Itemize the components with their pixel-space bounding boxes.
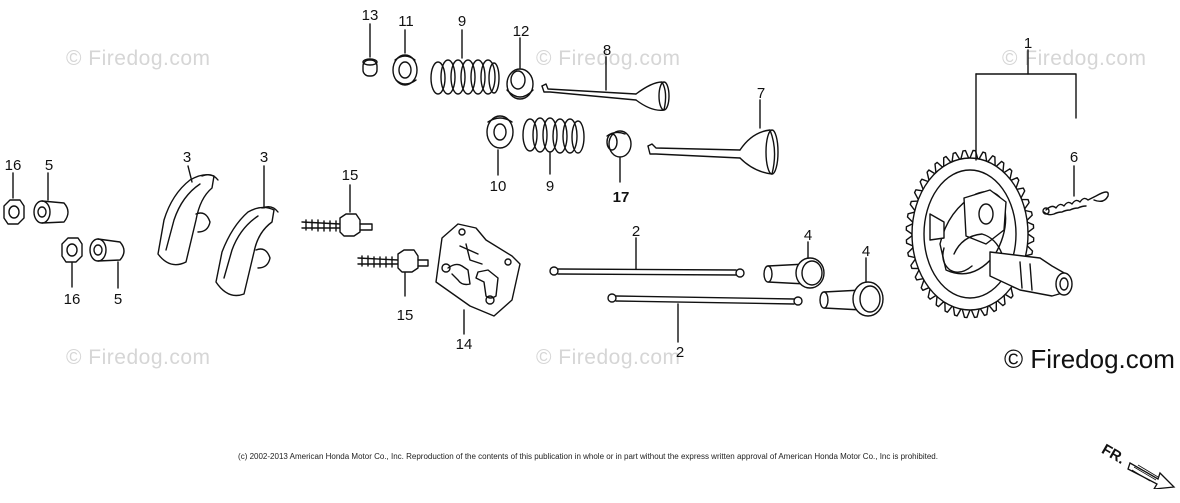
part-9-spring-lower[interactable] [522,117,585,154]
leader-line [975,73,1077,119]
leader-line [187,165,193,183]
callout-1: 1 [1024,35,1032,52]
part-9-spring-upper[interactable] [430,59,500,95]
callout-15: 15 [397,307,414,324]
part-2-push-rod-lower[interactable] [607,293,803,306]
part-16-nut-upper[interactable] [3,199,25,225]
callout-10: 10 [490,178,507,195]
part-5-adjuster-upper[interactable] [33,200,69,224]
callout-16: 16 [5,157,22,174]
callout-17: 17 [613,189,630,206]
part-15-pivot-bolt-upper[interactable] [301,213,373,237]
part-14-guide-plate[interactable] [435,223,521,317]
watermark-main: © Firedog.com [1004,344,1175,374]
callout-5: 5 [114,291,122,308]
front-label: FR. [1100,441,1128,468]
part-8-valve[interactable] [541,81,670,111]
callout-16: 16 [64,291,81,308]
arrow-icon [1127,462,1176,489]
part-16-nut-lower[interactable] [61,237,83,263]
copyright-notice: (c) 2002-2013 American Honda Motor Co., … [238,452,938,461]
callout-13: 13 [362,7,379,24]
callout-11: 11 [398,13,414,30]
front-direction-marker: FR. [1100,441,1176,489]
callout-2: 2 [676,344,684,361]
watermark-text: © Firedog.com [536,47,681,70]
part-12-seal[interactable] [506,68,534,100]
callout-4: 4 [804,227,812,244]
part-7-valve[interactable] [647,129,779,175]
watermark-text: © Firedog.com [66,47,211,70]
watermark-text: © Firedog.com [66,346,211,369]
part-6-spring[interactable] [1042,191,1109,216]
callout-9: 9 [458,13,466,30]
callout-6: 6 [1070,149,1078,166]
callout-15: 15 [342,167,359,184]
callout-7: 7 [757,85,765,102]
callout-8: 8 [603,42,611,59]
watermark-text: © Firedog.com [536,346,681,369]
part-15-pivot-bolt-lower[interactable] [357,249,429,273]
callout-3: 3 [183,149,191,166]
callout-3: 3 [260,149,268,166]
watermark-text: © Firedog.com [1002,47,1147,70]
part-4-tappet-upper[interactable] [763,257,825,289]
part-10-retainer[interactable] [486,115,514,149]
part-5-adjuster-lower[interactable] [89,238,125,262]
callout-14: 14 [456,336,473,353]
part-3-rocker-arm-left[interactable] [157,173,219,266]
part-3-rocker-arm-right[interactable] [215,205,279,297]
part-13-cap[interactable] [362,58,378,77]
part-4-tappet-lower[interactable] [819,281,884,317]
part-11-retainer[interactable] [392,54,418,86]
callout-9: 9 [546,178,554,195]
callout-5: 5 [45,157,53,174]
callout-2: 2 [632,223,640,240]
part-17-seal[interactable] [606,130,632,158]
callout-12: 12 [513,23,530,40]
part-1-camshaft[interactable] [905,149,1073,319]
part-2-push-rod-upper[interactable] [549,266,745,278]
callout-4: 4 [862,243,870,260]
